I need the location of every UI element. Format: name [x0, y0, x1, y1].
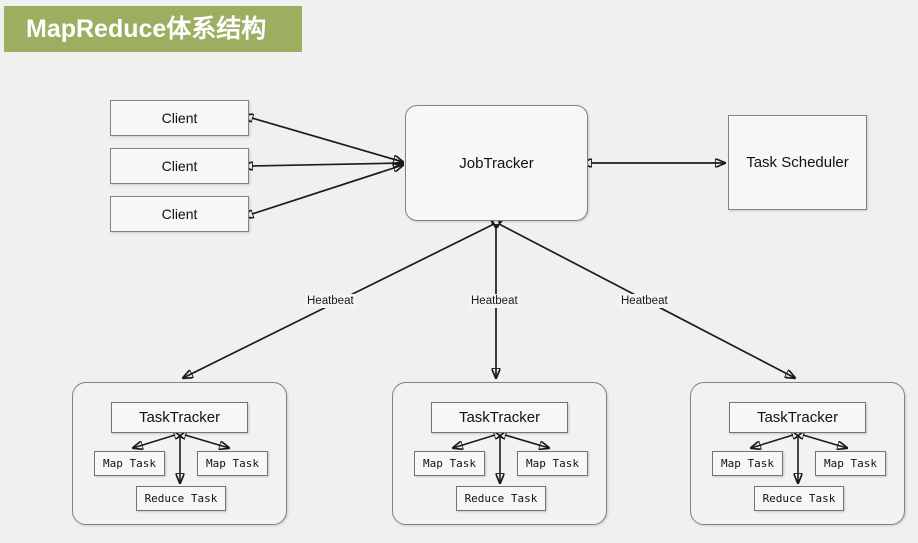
node-client-3-label: Client: [161, 206, 198, 222]
page-title: MapReduce体系结构: [26, 14, 267, 43]
edge-client3-jobtracker: [252, 165, 403, 214]
node-map-task-right-label: Map Task: [206, 457, 259, 470]
edge-tt-map-right: [185, 435, 229, 448]
node-tasktracker-label: TaskTracker: [458, 409, 541, 426]
edge-client2-jobtracker: [252, 163, 403, 166]
edge-tt-map-left: [133, 435, 175, 448]
node-client-1-label: Client: [161, 110, 198, 126]
node-client-2-label: Client: [161, 158, 198, 174]
node-map-task-left-label: Map Task: [721, 457, 774, 470]
node-map-task-right-label: Map Task: [526, 457, 579, 470]
node-map-task-left-label: Map Task: [103, 457, 156, 470]
node-tasktracker[interactable]: TaskTracker: [431, 402, 568, 433]
node-client-2[interactable]: Client: [110, 148, 249, 184]
edge-tt-map-left: [751, 435, 793, 448]
page-title-banner: MapReduce体系结构: [4, 6, 302, 52]
node-map-task-left[interactable]: Map Task: [712, 451, 783, 476]
node-reduce-task[interactable]: Reduce Task: [136, 486, 226, 511]
node-jobtracker[interactable]: JobTracker: [405, 105, 588, 221]
node-map-task-right[interactable]: Map Task: [815, 451, 886, 476]
edge-tt-map-right: [803, 435, 847, 448]
tasktracker-cluster-3[interactable]: TaskTracker Map Task Map Task Reduce Tas…: [690, 382, 905, 525]
node-map-task-right[interactable]: Map Task: [517, 451, 588, 476]
node-task-scheduler-label: Task Scheduler: [746, 154, 849, 171]
tasktracker-cluster-1[interactable]: TaskTracker Map Task Map Task Reduce Tas…: [72, 382, 287, 525]
node-jobtracker-label: JobTracker: [459, 154, 534, 172]
edge-label-heartbeat-center: Heatbeat: [469, 294, 520, 308]
node-tasktracker-label: TaskTracker: [138, 409, 221, 426]
node-reduce-task[interactable]: Reduce Task: [456, 486, 546, 511]
node-task-scheduler[interactable]: Task Scheduler: [728, 115, 867, 210]
node-reduce-task-label: Reduce Task: [762, 492, 836, 505]
node-map-task-left-label: Map Task: [423, 457, 476, 470]
node-tasktracker-label: TaskTracker: [756, 409, 839, 426]
tasktracker-cluster-2[interactable]: TaskTracker Map Task Map Task Reduce Tas…: [392, 382, 607, 525]
node-client-1[interactable]: Client: [110, 100, 249, 136]
node-map-task-right[interactable]: Map Task: [197, 451, 268, 476]
edge-label-heartbeat-left: Heatbeat: [305, 294, 356, 308]
node-client-3[interactable]: Client: [110, 196, 249, 232]
node-reduce-task-label: Reduce Task: [144, 492, 218, 505]
node-tasktracker[interactable]: TaskTracker: [111, 402, 248, 433]
edge-tt-map-left: [453, 435, 495, 448]
edge-label-heartbeat-right: Heatbeat: [619, 294, 670, 308]
edge-tt-map-right: [505, 435, 549, 448]
node-map-task-left[interactable]: Map Task: [414, 451, 485, 476]
node-map-task-left[interactable]: Map Task: [94, 451, 165, 476]
node-tasktracker[interactable]: TaskTracker: [729, 402, 866, 433]
node-reduce-task-label: Reduce Task: [464, 492, 538, 505]
node-reduce-task[interactable]: Reduce Task: [754, 486, 844, 511]
edge-client1-jobtracker: [252, 118, 403, 162]
node-map-task-right-label: Map Task: [824, 457, 877, 470]
